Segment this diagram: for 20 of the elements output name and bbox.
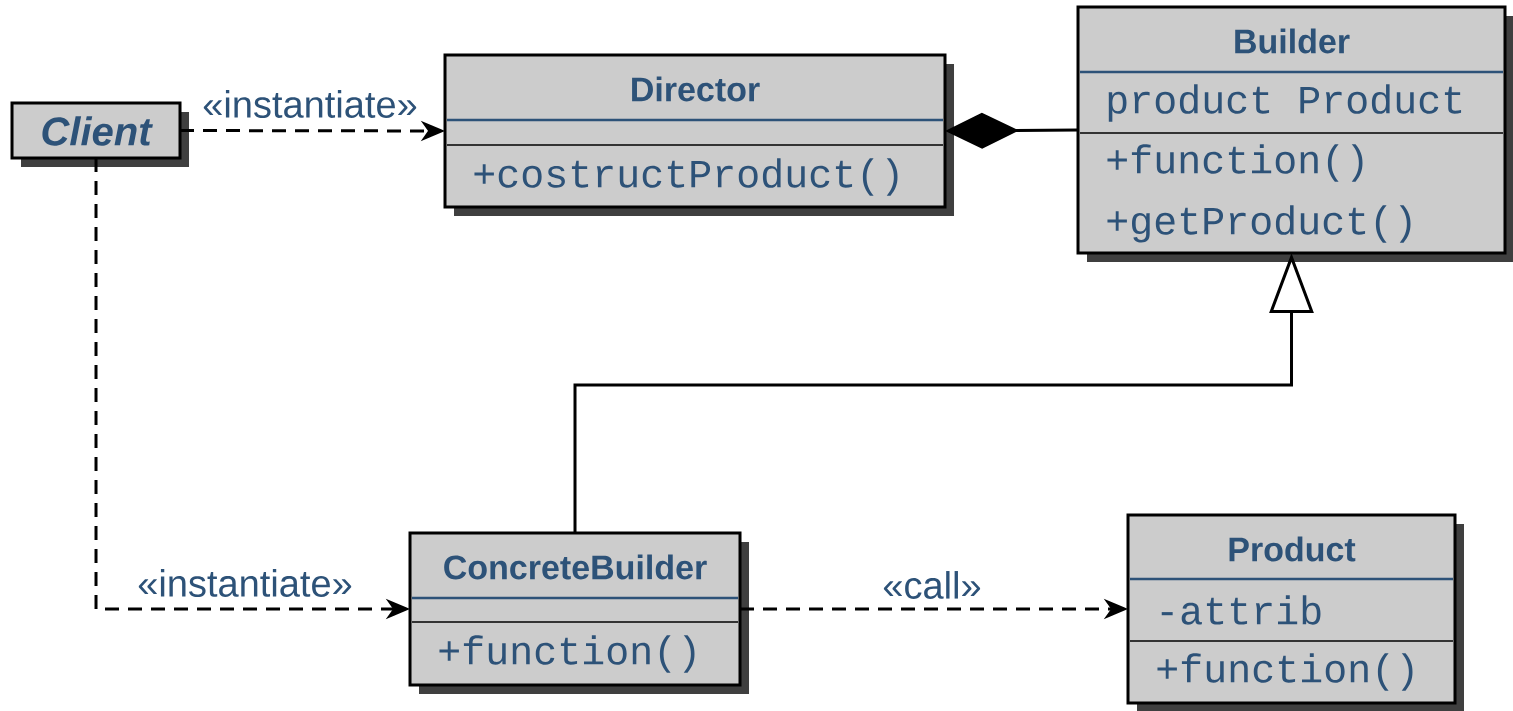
class-name: Client [42,116,153,146]
operation: +function() [1107,144,1363,182]
class-box [10,101,189,167]
class-box [408,531,749,694]
class-box [1126,513,1464,711]
attribute: product Product [1108,84,1462,122]
class-name: Director [632,76,760,102]
operation: +getProduct() [1107,205,1411,243]
class-name: Product [1229,536,1356,562]
class-box [443,53,954,216]
edge-label: «call» [881,570,983,600]
operation: +costructProduct() [474,158,898,196]
attribute: -attrib [1161,595,1321,625]
class-name: Builder [1235,28,1350,54]
class-name: ConcreteBuilder [444,554,707,580]
class-box [1076,5,1513,262]
operation: +function() [439,635,695,673]
operation: +function() [1157,653,1413,691]
edge-label: «instantiate» [201,89,419,119]
edge-label: «instantiate» [136,568,354,598]
